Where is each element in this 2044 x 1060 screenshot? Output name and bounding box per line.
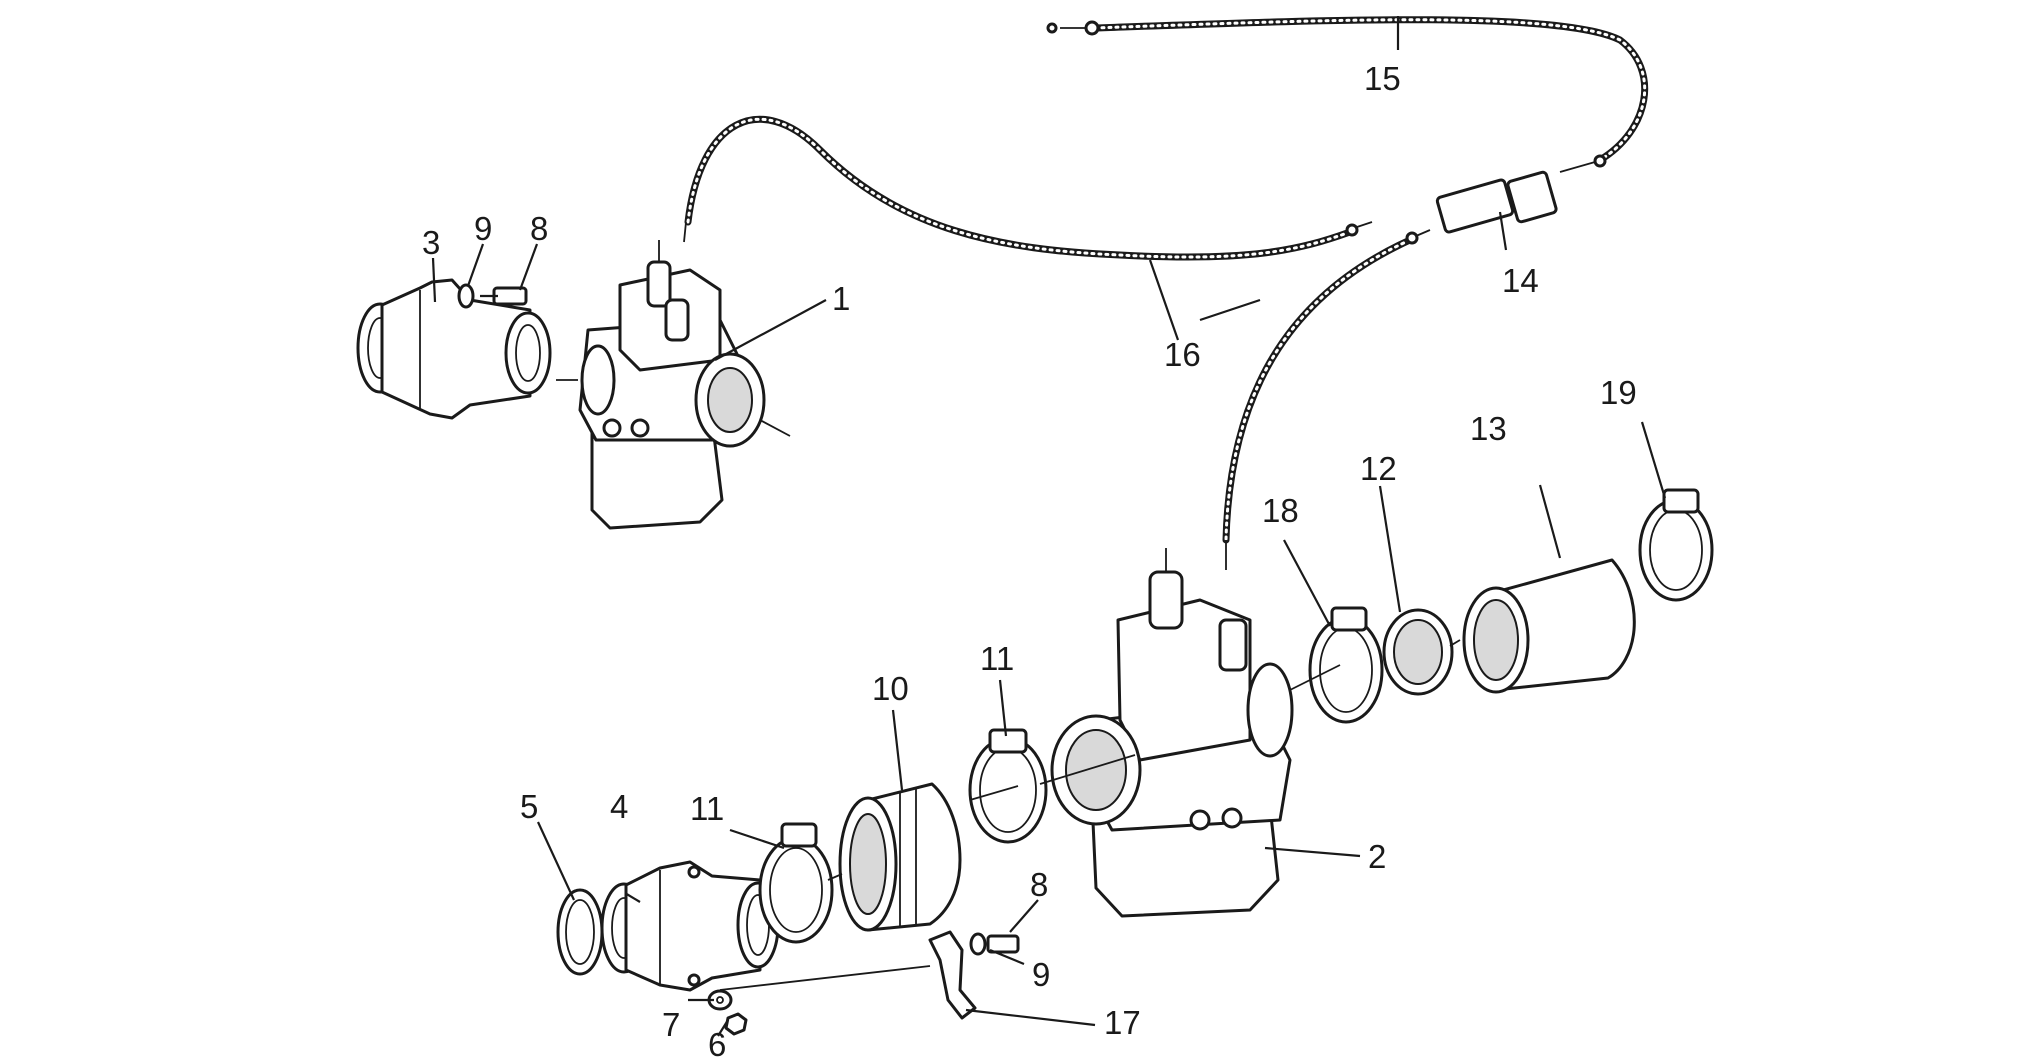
part-labels: 1 2 3 4 5 6 7 8 8 9 9 10 11 11 12 13 14 … — [422, 60, 1637, 1060]
label-10: 10 — [872, 670, 909, 707]
cable-16-upper — [683, 116, 1373, 261]
bolt-8-upper — [480, 286, 528, 306]
cable-adjuster-14 — [1435, 154, 1607, 234]
gasket-5 — [556, 888, 604, 976]
hose-clamp-11-right — [968, 728, 1048, 844]
label-19: 19 — [1600, 374, 1637, 411]
label-7: 7 — [662, 1006, 680, 1043]
label-13: 13 — [1470, 410, 1507, 447]
label-18: 18 — [1262, 492, 1299, 529]
label-14: 14 — [1502, 262, 1539, 299]
carburetor-2 — [1050, 548, 1294, 918]
hose-clamp-19 — [1638, 488, 1714, 602]
label-2: 2 — [1368, 838, 1386, 875]
label-3: 3 — [422, 224, 440, 261]
intake-flange-4 — [600, 860, 780, 992]
label-15: 15 — [1364, 60, 1401, 97]
label-8b: 8 — [1030, 866, 1048, 903]
label-6: 6 — [708, 1026, 726, 1060]
label-11b: 11 — [980, 640, 1014, 677]
label-16: 16 — [1164, 336, 1201, 373]
axis-lines — [719, 639, 1461, 991]
hose-clamp-18 — [1308, 606, 1384, 724]
throttle-cable-15 — [1046, 16, 1649, 164]
leader-lines — [431, 16, 1667, 1037]
intake-rubber-10 — [838, 782, 962, 932]
nut-6 — [724, 1012, 748, 1036]
label-1: 1 — [832, 280, 850, 317]
air-filter-13 — [1462, 558, 1636, 694]
label-8a: 8 — [530, 210, 548, 247]
label-17: 17 — [1104, 1004, 1141, 1041]
label-12: 12 — [1360, 450, 1397, 487]
hose-clamp-11-left — [758, 822, 834, 944]
label-5: 5 — [520, 788, 538, 825]
carburetor-1 — [556, 240, 791, 530]
bolt-8-lower — [986, 934, 1020, 954]
cable-16-lower — [1222, 229, 1431, 570]
label-9a: 9 — [474, 210, 492, 247]
label-4: 4 — [610, 788, 628, 825]
label-9b: 9 — [1032, 956, 1050, 993]
intake-manifold-3 — [356, 278, 552, 420]
label-11a: 11 — [690, 790, 724, 827]
ring-12 — [1382, 608, 1454, 696]
washer-9-upper — [457, 283, 475, 309]
bracket-17 — [928, 930, 977, 1020]
washer-9-lower — [969, 932, 987, 956]
